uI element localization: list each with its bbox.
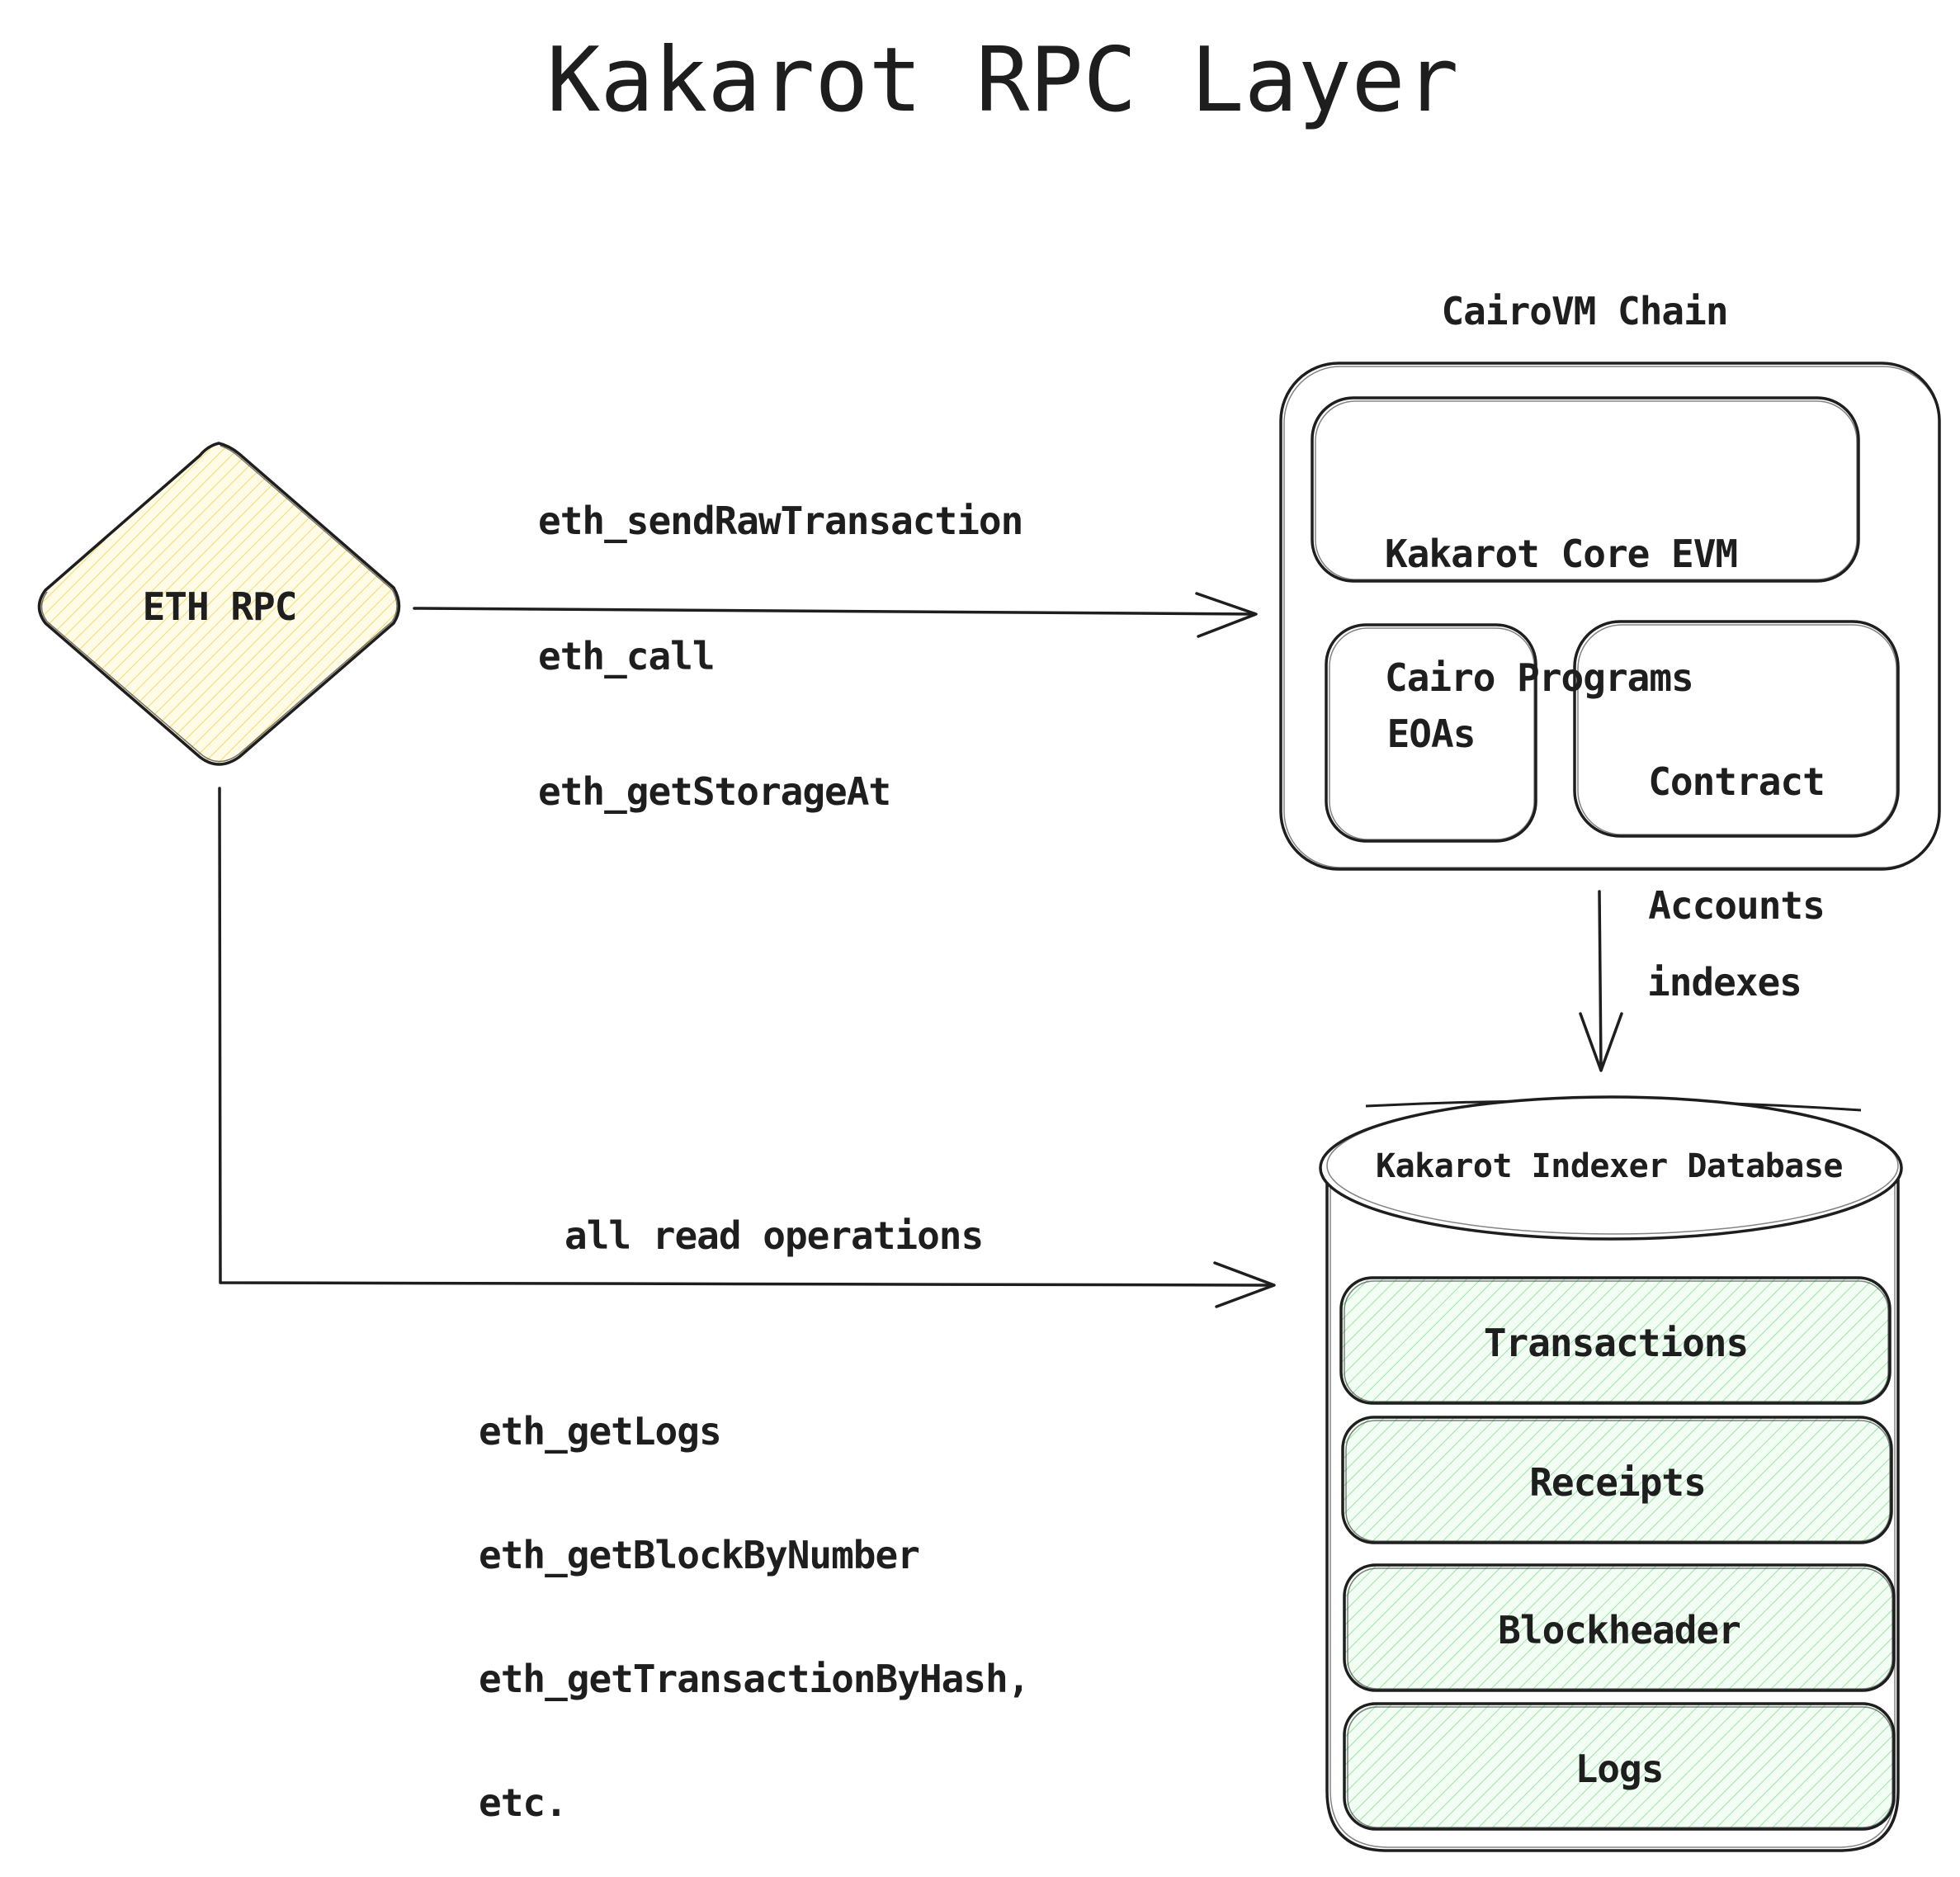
indexer-db-cylinder [1319,1095,1903,1852]
eoas-label: EOAs [1386,712,1476,756]
write-call-item: eth_sendRawTransaction [538,499,1023,543]
eth-rpc-diamond [37,442,401,766]
read-call-item: eth_getLogs [479,1409,722,1454]
read-calls-arrow [218,787,1276,1308]
write-call-item: eth_getStorageAt [538,769,891,814]
table-row-transactions-box [1339,1276,1892,1405]
indexes-label: indexes [1647,960,1802,1005]
core-evm-line: Cairo Programs [1385,655,1694,700]
read-call-item: eth_getBlockByNumber [479,1533,920,1577]
table-row-receipts-label: Receipts [1529,1460,1707,1505]
cairovm-chain-container [1279,362,1941,871]
write-calls-list: eth_sendRawTransaction eth_call eth_getS… [538,421,1023,891]
read-call-item: eth_getTransactionByHash, [479,1657,1030,1701]
contract-accounts-line: Accounts [1648,883,1825,928]
core-evm-box [1311,396,1860,583]
core-evm-line: Kakarot Core EVM [1385,532,1738,576]
table-row-transactions-label: Transactions [1483,1321,1749,1365]
table-row-blockheader-label: Blockheader [1498,1608,1741,1652]
eoas-box [1325,623,1537,843]
contract-accounts-label: Contract Accounts [1648,682,1825,1005]
table-row-receipts-box [1341,1416,1893,1544]
eth-rpc-label: ETH RPC [142,584,298,629]
page-title: Kakarot RPC Layer [546,29,1459,132]
table-row-logs-label: Logs [1575,1747,1665,1791]
contract-accounts-line: Contract [1648,759,1825,804]
table-row-blockheader-box [1343,1563,1896,1692]
indexer-db-label: Kakarot Indexer Database [1376,1147,1843,1185]
read-call-item: etc. [479,1780,568,1825]
read-operations-label: all read operations [564,1213,984,1258]
write-call-item: eth_call [538,634,716,678]
table-row-logs-box [1343,1702,1896,1831]
write-calls-arrow [413,592,1258,638]
core-evm-label: Kakarot Core EVM Cairo Programs [1385,454,1738,778]
cairovm-chain-title: CairoVM Chain [1441,289,1728,333]
contract-accounts-box [1573,620,1900,838]
read-calls-list: eth_getLogs eth_getBlockByNumber eth_get… [479,1331,1030,1877]
indexes-arrow [1579,890,1623,1072]
